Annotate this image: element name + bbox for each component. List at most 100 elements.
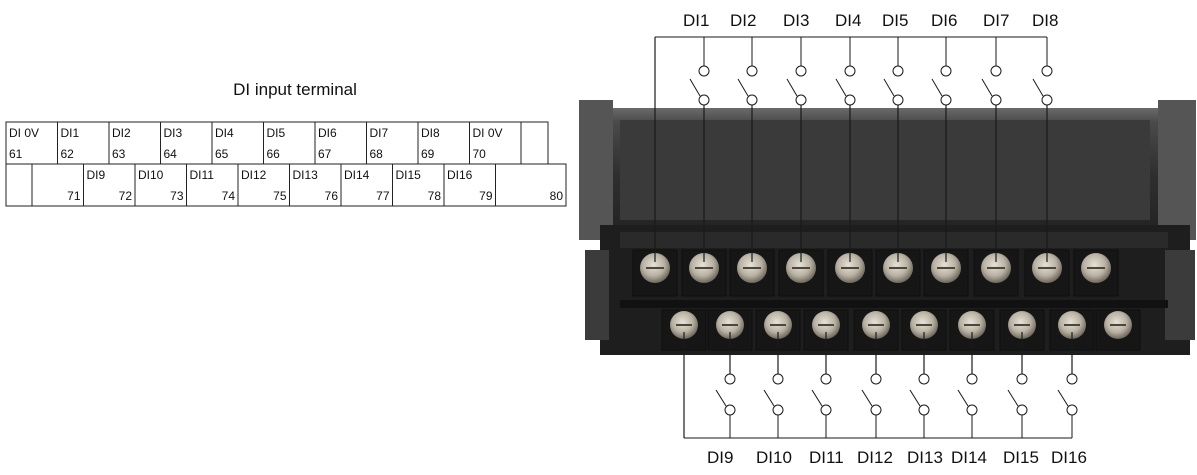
switch-blade — [861, 389, 873, 407]
connector-divider — [620, 300, 1168, 308]
terminal-number: 80 — [550, 189, 564, 203]
switch-contact — [844, 94, 856, 106]
terminal-number: 62 — [61, 147, 75, 161]
switch-contact — [892, 94, 904, 106]
switch-contact — [918, 373, 930, 385]
terminal-cell-bottom — [495, 163, 567, 207]
terminal-number: 61 — [9, 147, 23, 161]
terminal-number: 69 — [421, 147, 435, 161]
switch-blade — [689, 78, 701, 97]
terminal-number: 77 — [376, 189, 390, 203]
switch-contact — [870, 404, 882, 416]
switch-contact — [940, 65, 952, 77]
terminal-number: 64 — [164, 147, 178, 161]
switch-blade — [835, 78, 847, 97]
terminal-number: 65 — [215, 147, 229, 161]
terminal-name: DI11 — [190, 168, 215, 182]
switch-contact — [1066, 404, 1078, 416]
switch-contact — [1016, 373, 1028, 385]
wiring-label-bottom: DI13 — [907, 448, 943, 467]
connector-cover-face — [620, 120, 1150, 220]
terminal-number: 79 — [479, 189, 493, 203]
terminal-name: DI10 — [138, 168, 164, 182]
wiring-label-top: DI1 — [683, 11, 709, 30]
wiring-label-top: DI4 — [835, 11, 861, 30]
switch-contact — [1041, 65, 1053, 77]
switch-blade — [763, 389, 775, 407]
switch-contact — [820, 404, 832, 416]
switch-blade — [1057, 389, 1069, 407]
switch-blade — [957, 389, 969, 407]
connector-left-side — [585, 250, 609, 340]
terminal-number: 66 — [267, 147, 281, 161]
switch-blade — [981, 78, 993, 97]
switch-contact — [746, 94, 758, 106]
switch-blade — [931, 78, 943, 97]
terminal-name: DI2 — [112, 126, 131, 140]
terminal-name: DI13 — [293, 168, 319, 182]
terminal-number: 70 — [473, 147, 487, 161]
wiring-label-bottom: DI12 — [857, 448, 893, 467]
terminal-number: 75 — [273, 189, 287, 203]
switch-contact — [892, 65, 904, 77]
switch-contact — [870, 373, 882, 385]
terminal-name: DI15 — [396, 168, 422, 182]
wiring-label-top: DI5 — [882, 11, 908, 30]
wiring-label-top: DI6 — [931, 11, 957, 30]
switch-contact — [966, 404, 978, 416]
connector-rail — [620, 232, 1168, 248]
terminal-name: DI16 — [447, 168, 473, 182]
switch-contact — [918, 404, 930, 416]
switch-contact — [772, 373, 784, 385]
wiring-label-bottom: DI10 — [756, 448, 792, 467]
wiring-label-top: DI3 — [783, 11, 809, 30]
terminal-number: 63 — [112, 147, 126, 161]
switch-contact — [746, 65, 758, 77]
switch-blade — [786, 78, 798, 97]
terminal-name: DI8 — [421, 126, 440, 140]
terminal-number: 73 — [170, 189, 184, 203]
connector-photo — [579, 100, 1196, 355]
terminal-name: DI5 — [267, 126, 286, 140]
terminal-number: 74 — [222, 189, 236, 203]
wiring-lines — [654, 36, 1078, 439]
terminal-name: DI 0V — [473, 126, 503, 140]
terminal-number: 71 — [67, 189, 81, 203]
terminal-name: DI12 — [241, 168, 267, 182]
terminal-name: DI3 — [164, 126, 183, 140]
wiring-label-bottom: DI14 — [951, 448, 987, 467]
terminal-table: DI 0V61DI162DI263DI364DI465DI566DI667DI7… — [5, 121, 567, 207]
switch-contact — [990, 65, 1002, 77]
switch-contact — [724, 404, 736, 416]
switch-contact — [1041, 94, 1053, 106]
switch-contact — [820, 373, 832, 385]
switch-contact — [698, 65, 710, 77]
wiring-label-bottom: DI11 — [809, 448, 844, 467]
connector-right-latch — [1158, 100, 1196, 240]
wiring-label-top: DI7 — [983, 11, 1009, 30]
wiring-label-bottom: DI9 — [707, 448, 733, 467]
switch-blade — [737, 78, 749, 97]
switch-contact — [844, 65, 856, 77]
switch-contact — [795, 94, 807, 106]
panel-title: DI input terminal — [233, 80, 357, 99]
switch-contact — [698, 94, 710, 106]
switch-contact — [966, 373, 978, 385]
terminal-name: DI1 — [61, 126, 80, 140]
terminal-name: DI 0V — [9, 126, 39, 140]
terminal-number: 67 — [318, 147, 332, 161]
connector-right-side — [1165, 250, 1195, 340]
wiring-label-bottom: DI15 — [1003, 448, 1039, 467]
switch-contact — [1066, 373, 1078, 385]
switch-contact — [724, 373, 736, 385]
terminal-name: DI14 — [344, 168, 370, 182]
switch-blade — [811, 389, 823, 407]
terminal-name: DI4 — [215, 126, 234, 140]
switch-contact — [940, 94, 952, 106]
terminal-name: DI7 — [370, 126, 389, 140]
wiring-label-bottom: DI16 — [1051, 448, 1087, 467]
terminal-number: 78 — [428, 189, 442, 203]
wiring-label-top: DI2 — [730, 11, 756, 30]
